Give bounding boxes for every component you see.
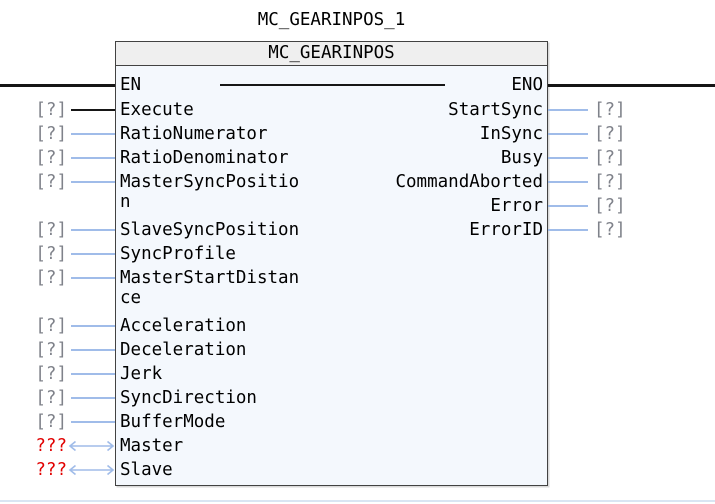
output-value-box[interactable]: [?] [594,196,626,216]
network-separator [0,500,715,502]
input-pin-label: RatioNumerator [120,124,268,144]
input-wire [71,229,115,231]
output-value-box[interactable]: [?] [594,100,626,120]
block-instance-name[interactable]: MC_GEARINPOS_1 [257,10,406,30]
input-value-box[interactable]: [?] [35,316,67,336]
output-wire [548,229,588,231]
input-row: [?] SyncProfile [0,242,360,266]
input-value-box[interactable]: [?] [35,220,67,240]
inout-arrow-icon [68,440,115,452]
output-pin-label: Busy [500,148,543,168]
input-pin-label: MasterSyncPosition [120,172,300,212]
input-row: [?] RatioNumerator [0,122,360,146]
input-wire [71,373,115,375]
power-rail-left [0,84,115,87]
input-value-box[interactable]: [?] [35,340,67,360]
input-wire [71,349,115,351]
input-pin-label: SyncProfile [120,244,236,264]
inout-value-box[interactable]: ??? [35,460,67,480]
output-pin-label: CommandAborted [395,172,543,192]
input-row: [?] SyncDirection [0,386,360,410]
input-row: [?] Jerk [0,362,360,386]
input-row: [?] BufferMode [0,410,360,434]
input-wire [71,421,115,423]
input-pin-label: Deceleration [120,340,247,360]
input-row: [?] Acceleration [0,314,360,338]
output-wire [548,109,588,111]
input-pin-label: MasterStartDistance [120,268,300,308]
en-pin-label: EN [120,75,142,95]
output-row: Error [?] [0,194,715,218]
input-value-box[interactable]: [?] [35,244,67,264]
input-pin-label: Execute [120,100,194,120]
output-pin-label: InSync [479,124,543,144]
input-wire [71,277,115,279]
output-pin-label: StartSync [448,100,543,120]
input-pin-label: Acceleration [120,316,247,336]
input-wire [71,325,115,327]
input-wire [71,157,115,159]
input-value-box[interactable]: [?] [35,364,67,384]
output-row: CommandAborted [?] [0,170,715,194]
output-row: InSync [?] [0,122,715,146]
input-pin-label: Jerk [120,364,163,384]
input-row: [?] RatioDenominator [0,146,360,170]
input-wire [71,181,115,183]
input-pin-label: SyncDirection [120,388,257,408]
output-wire [548,205,588,207]
input-wire [71,109,115,111]
input-value-box[interactable]: [?] [35,124,67,144]
inout-pin-label: Slave [120,460,173,480]
eno-pin-label: ENO [511,75,543,95]
input-value-box[interactable]: [?] [35,268,67,288]
input-value-box[interactable]: [?] [35,148,67,168]
inout-value-box[interactable]: ??? [35,436,67,456]
output-row: ErrorID [?] [0,218,715,242]
output-pin-label: Error [490,196,543,216]
output-row: StartSync [?] [0,98,715,122]
output-wire [548,157,588,159]
output-value-box[interactable]: [?] [594,172,626,192]
output-pin-label: ErrorID [469,220,543,240]
input-value-box[interactable]: [?] [35,388,67,408]
input-row: [?] Execute [0,98,360,122]
function-block-type-name: MC_GEARINPOS [116,42,547,66]
power-rail-right [548,84,715,87]
output-wire [548,181,588,183]
input-wire [71,133,115,135]
output-wire [548,133,588,135]
input-row: [?] SlaveSyncPosition [0,218,360,242]
en-eno-execution-line [220,84,445,86]
output-value-box[interactable]: [?] [594,148,626,168]
input-pin-label: BufferMode [120,412,226,432]
input-wire [71,397,115,399]
input-row: ??? Slave [0,458,360,482]
output-value-box[interactable]: [?] [594,220,626,240]
input-value-box[interactable]: [?] [35,172,67,192]
output-value-box[interactable]: [?] [594,124,626,144]
function-block[interactable]: MC_GEARINPOS [115,41,548,486]
input-row: [?] MasterSyncPosition [0,170,360,218]
input-row: [?] MasterStartDistance [0,266,360,314]
input-wire [71,253,115,255]
input-pin-label: SlaveSyncPosition [120,220,300,240]
input-row: ??? Master [0,434,360,458]
input-pin-label: RatioDenominator [120,148,289,168]
output-row: Busy [?] [0,146,715,170]
input-value-box[interactable]: [?] [35,100,67,120]
inout-arrow-icon [68,464,115,476]
input-row: [?] Deceleration [0,338,360,362]
inout-pin-label: Master [120,436,184,456]
input-value-box[interactable]: [?] [35,412,67,432]
